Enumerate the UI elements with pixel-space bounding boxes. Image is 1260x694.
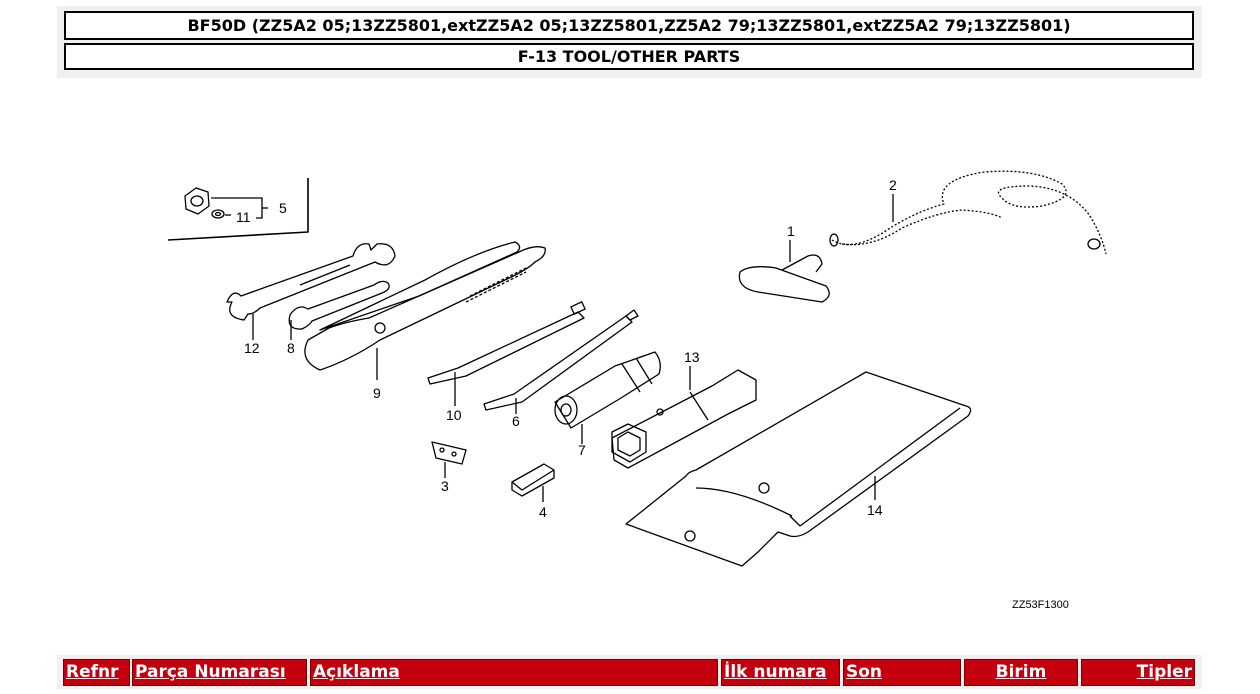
callout-6: 6: [512, 413, 520, 429]
callout-10: 10: [446, 407, 462, 423]
callout-11: 11: [236, 209, 251, 225]
parts-diagram: 1 2 3 4 5 6 7 8 9 10 11 12 13 14 ZZ53F13…: [0, 80, 1260, 650]
col-first-number[interactable]: İlk numara: [721, 659, 840, 686]
nut-part: [184, 187, 225, 219]
callout-4: 4: [539, 504, 547, 520]
box-wrench-13: [611, 369, 757, 469]
cord-2: [829, 170, 1107, 255]
col-last[interactable]: Son: [843, 659, 961, 686]
callout-2: 2: [889, 177, 897, 193]
callout-8: 8: [287, 340, 295, 356]
wrench-8: [288, 280, 390, 330]
pliers-9: [304, 241, 546, 371]
parts-diagram-svg: 1 2 3 4 5 6 7 8 9 10 11 12 13 14 ZZ53F13…: [167, 170, 1107, 611]
screwdriver-6: [483, 309, 639, 411]
callout-14: 14: [867, 502, 883, 518]
screwdriver-10: [427, 301, 586, 385]
wrench-12: [226, 243, 396, 321]
callout-12: 12: [244, 340, 260, 356]
col-description[interactable]: Açıklama: [310, 659, 718, 686]
section-title: F-13 TOOL/OTHER PARTS: [64, 43, 1194, 70]
tool-pouch-14: [625, 371, 972, 567]
col-unit[interactable]: Birim: [964, 659, 1078, 686]
callout-5: 5: [279, 200, 287, 216]
socket-7: [554, 351, 661, 429]
callout-13: 13: [684, 349, 700, 365]
col-refnr[interactable]: Refnr: [63, 659, 130, 686]
callout-1: 1: [787, 223, 795, 239]
col-part-number[interactable]: Parça Numarası: [132, 659, 307, 686]
start-handle-1: [738, 254, 830, 303]
callout-3: 3: [441, 478, 449, 494]
callout-9: 9: [373, 385, 381, 401]
key-4: [511, 463, 555, 497]
drawing-code: ZZ53F1300: [1012, 599, 1069, 611]
clip-3: [431, 441, 467, 465]
model-title: BF50D (ZZ5A2 05;13ZZ5801,extZZ5A2 05;13Z…: [64, 11, 1194, 40]
col-types[interactable]: Tipler: [1081, 659, 1195, 686]
callout-7: 7: [578, 442, 586, 458]
